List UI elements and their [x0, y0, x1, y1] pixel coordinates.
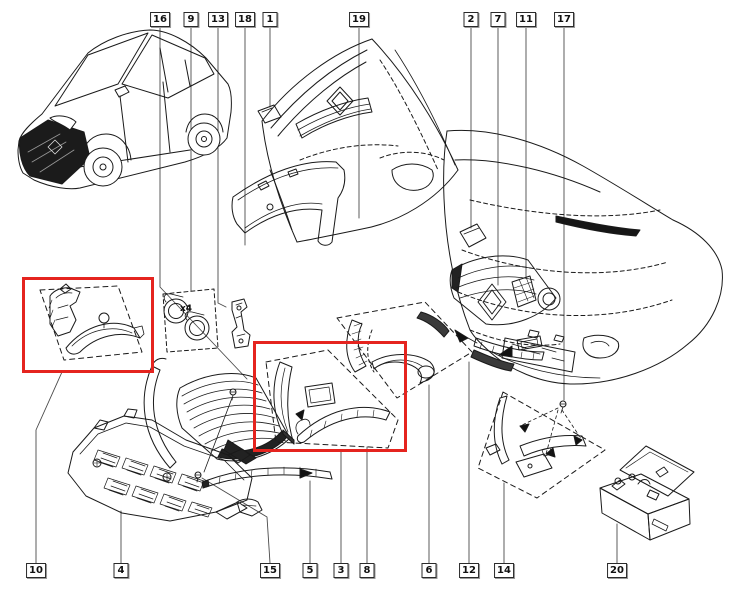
lower-strip-drawing: [202, 467, 332, 516]
part-label-19[interactable]: 19: [349, 12, 369, 27]
lower-valance-drawing: [232, 162, 345, 246]
trim-strip-kit-drawing: [337, 302, 514, 398]
part-label-2[interactable]: 2: [463, 12, 479, 27]
part-label-6[interactable]: 6: [421, 563, 437, 578]
part-label-8[interactable]: 8: [359, 563, 375, 578]
screw-fasteners: [195, 389, 236, 482]
upper-grille-logo-drawing: [450, 256, 560, 360]
engine-shield-drawing: [68, 409, 252, 521]
part-label-16[interactable]: 16: [150, 12, 170, 27]
part-label-5[interactable]: 5: [302, 563, 318, 578]
part-label-20[interactable]: 20: [607, 563, 627, 578]
part-label-3[interactable]: 3: [333, 563, 349, 578]
part-label-14[interactable]: 14: [494, 563, 514, 578]
front-bumper-drawing: [258, 39, 458, 242]
part-label-12[interactable]: 12: [459, 563, 479, 578]
part-label-7[interactable]: 7: [490, 12, 506, 27]
fitting-kit-box-drawing: [600, 446, 694, 540]
part-label-10[interactable]: 10: [26, 563, 46, 578]
mounting-kit-drawing: [478, 392, 605, 498]
fog-lamp-kit-drawing: [163, 289, 218, 352]
bracket-13-drawing: [232, 299, 250, 348]
highlight-region-left: [22, 277, 154, 373]
part-label-11[interactable]: 11: [516, 12, 536, 27]
part-label-13[interactable]: 13: [208, 12, 228, 27]
center-trim-kit-drawing: [266, 350, 398, 448]
part-label-18[interactable]: 18: [235, 12, 255, 27]
part-label-15[interactable]: 15: [260, 563, 280, 578]
left-trim-kit-drawing: [40, 284, 144, 360]
quantity-note: x4: [180, 304, 193, 314]
car-illustration: [18, 30, 231, 189]
part-label-4[interactable]: 4: [113, 563, 129, 578]
part-label-1[interactable]: 1: [262, 12, 278, 27]
part-label-9[interactable]: 9: [183, 12, 199, 27]
part-label-17[interactable]: 17: [554, 12, 574, 27]
highlight-region-center: [253, 341, 407, 452]
